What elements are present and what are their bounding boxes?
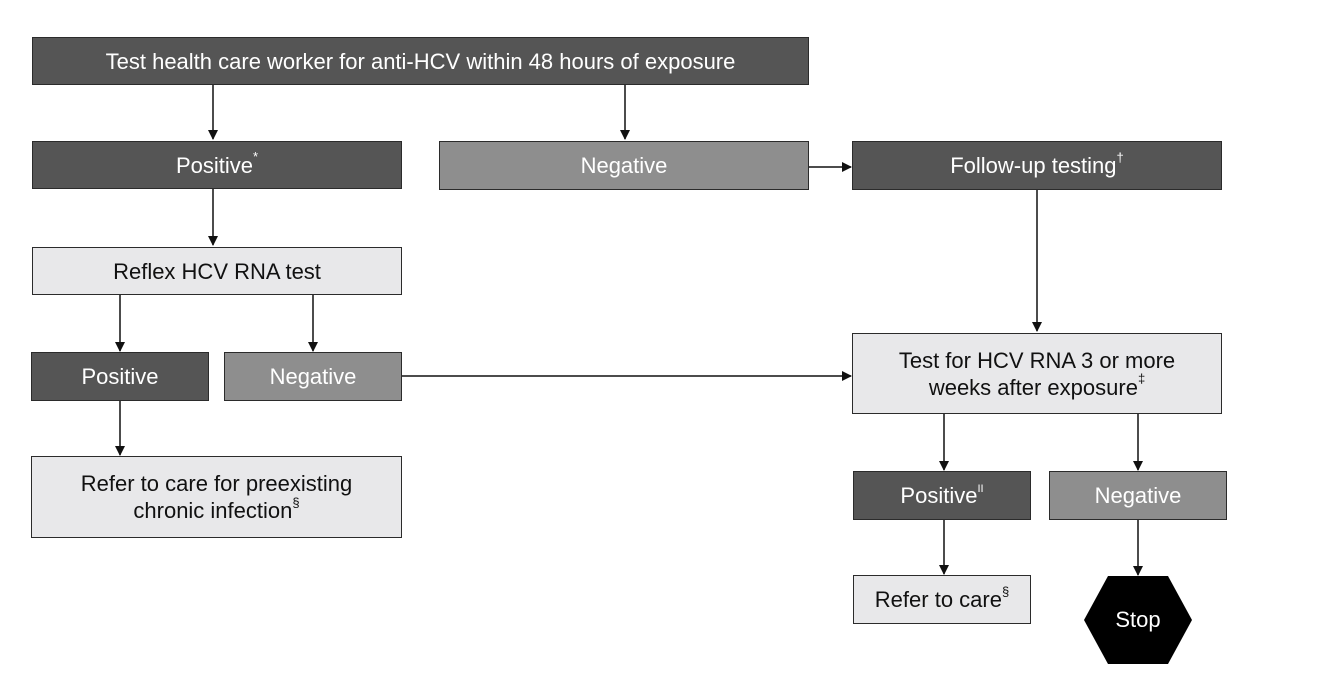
initial-test-label: Test health care worker for anti-HCV wit… [105,48,736,74]
refer-care-label: Refer to care§ [874,583,1010,612]
anti-hcv-positive-label: Positive* [175,149,259,178]
reflex-rna-label: Reflex HCV RNA test [113,258,321,284]
refer-care-box: Refer to care§ [853,575,1031,624]
footnote-mark: II [977,482,984,495]
reflex-negative-box: Negative [224,352,402,401]
reflex-rna-box: Reflex HCV RNA test [32,247,402,295]
stop-label: Stop [1115,607,1161,632]
follow-up-testing-box: Follow-up testing† [852,141,1222,190]
follow-up-testing-label: Follow-up testing† [950,149,1124,178]
rna-positive-box: PositiveII [853,471,1031,520]
rna-negative-box: Negative [1049,471,1227,520]
footnote-mark: § [292,494,300,510]
footnote-mark: † [1116,149,1124,165]
anti-hcv-negative-box: Negative [439,141,809,190]
initial-test-box: Test health care worker for anti-HCV wit… [32,37,809,85]
rna-negative-label: Negative [1094,483,1182,508]
footnote-mark: ‡ [1137,371,1146,387]
footnote-mark: * [252,149,259,165]
footnote-mark: § [1001,583,1010,599]
rna-positive-label: PositiveII [900,482,984,508]
stop-label-wrap: Stop [1084,576,1192,664]
reflex-positive-box: Positive [31,352,209,401]
reflex-positive-label: Positive [81,364,159,389]
reflex-negative-label: Negative [269,364,357,389]
anti-hcv-positive-box: Positive* [32,141,402,189]
anti-hcv-negative-label: Negative [580,153,668,178]
stop-hexagon [1084,576,1192,664]
